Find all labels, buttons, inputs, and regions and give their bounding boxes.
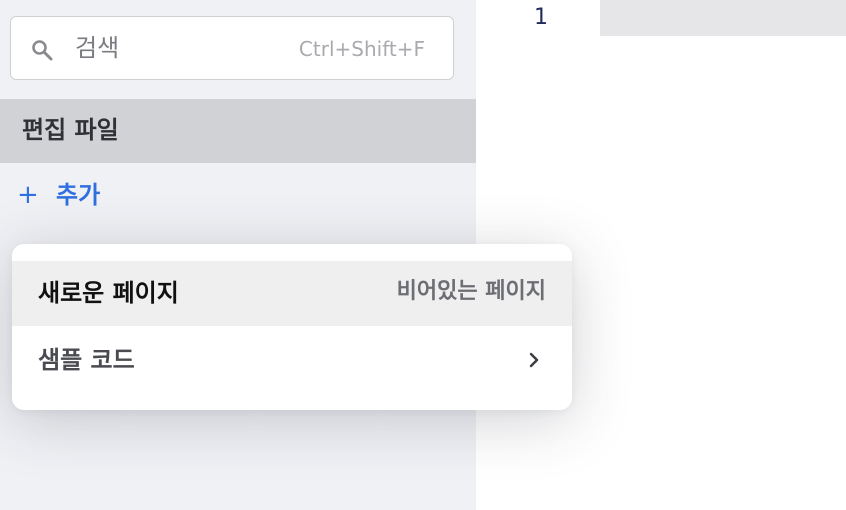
menu-item-sample-code[interactable]: 샘플 코드	[12, 328, 572, 393]
search-placeholder: 검색	[75, 34, 120, 62]
chevron-right-icon	[526, 351, 542, 369]
add-button-label: 추가	[56, 181, 101, 209]
add-menu-popup: 새로운 페이지 비어있는 페이지 샘플 코드	[12, 244, 572, 410]
search-input[interactable]: 검색 Ctrl+Shift+F	[10, 16, 454, 80]
menu-item-label: 새로운 페이지	[38, 279, 179, 307]
search-shortcut-hint: Ctrl+Shift+F	[298, 37, 425, 61]
plus-icon: +	[17, 180, 39, 210]
menu-item-description: 비어있는 페이지	[396, 279, 546, 304]
section-header-edit-files[interactable]: 편집 파일	[0, 99, 476, 163]
search-icon	[30, 38, 54, 62]
line-number: 1	[534, 5, 548, 30]
section-header-label: 편집 파일	[22, 116, 119, 144]
menu-item-label: 샘플 코드	[38, 346, 135, 374]
current-line-highlight	[600, 0, 846, 36]
menu-item-new-page[interactable]: 새로운 페이지 비어있는 페이지	[12, 261, 572, 326]
